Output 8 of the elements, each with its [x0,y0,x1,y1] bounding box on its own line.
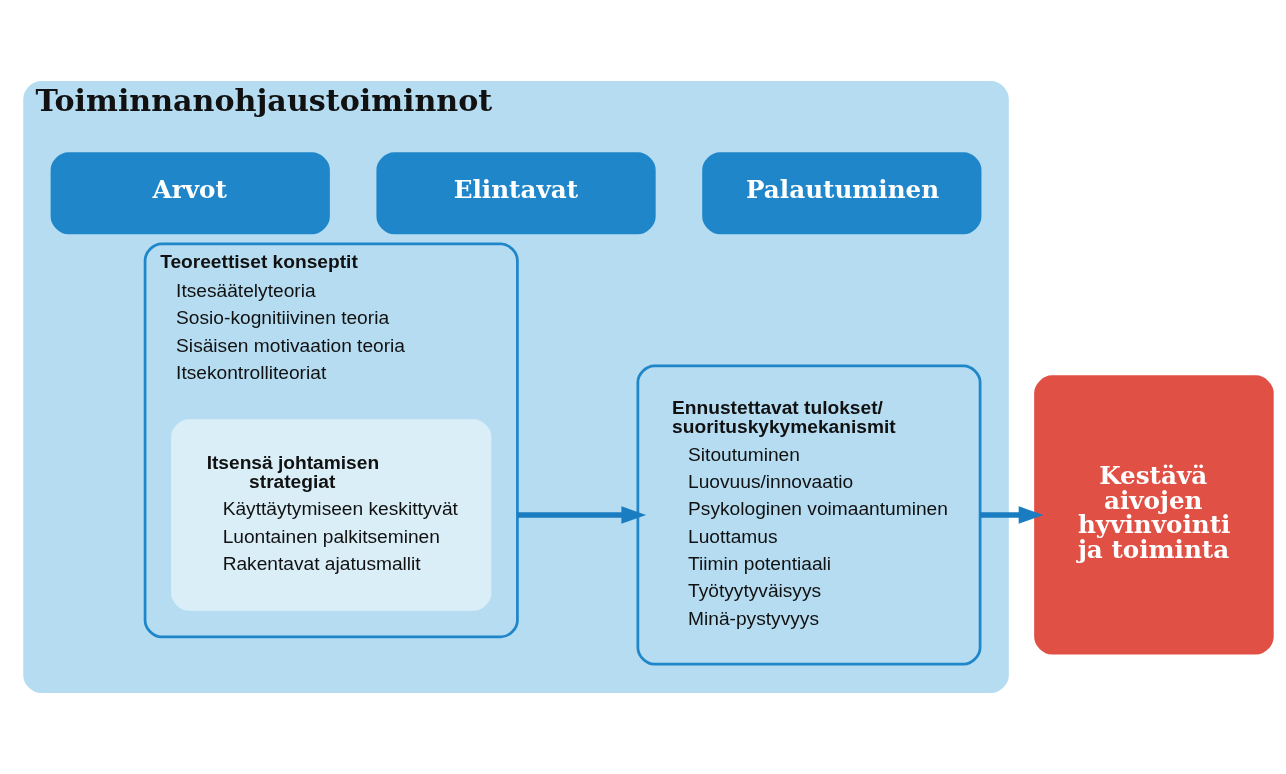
arrow [517,506,647,524]
node-box: Kestävä aivojen hyvinvointi ja toiminta [1034,375,1274,655]
arrow [980,506,1044,524]
node-box: Itsensä johtamisen strategiat Käyttäytymiseen keskittyvät Luontainen palkitseminen Rakentavat ajatusmallit [171,419,492,611]
node-box: Palautuminen [702,152,982,235]
node-box: Ennustettavat tulokset/ suorituskykymekanismit Sitoutuminen Luovuus/innovaatio Psykologinen voimaantuminen Luottamus Tiimin potentiaali Työtyytyväisyys Minä-pystyvyys [636,364,982,666]
node-box: Elintavat [376,152,656,235]
node-box: Arvot [50,152,330,235]
